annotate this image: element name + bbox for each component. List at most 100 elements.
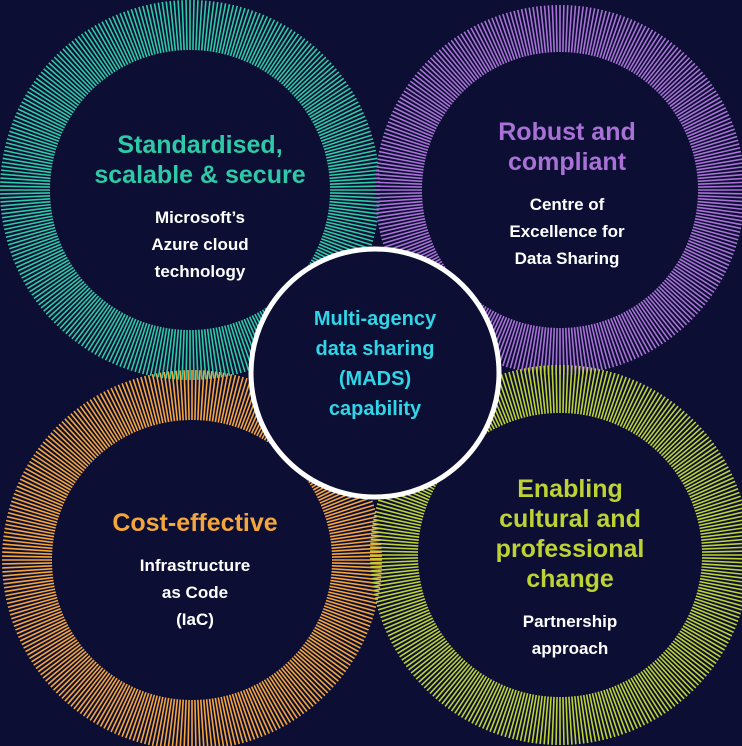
ring-tick	[328, 588, 379, 601]
ring-tick	[194, 370, 197, 421]
ring-tick	[647, 405, 679, 445]
ring-tick	[31, 266, 74, 296]
ring-tick	[297, 650, 337, 685]
ring-tick	[470, 27, 495, 70]
ring-tick	[12, 605, 61, 624]
ring-tick	[519, 693, 532, 742]
ring-tick	[192, 0, 195, 51]
ring-tick	[205, 370, 213, 421]
ring-tick	[568, 365, 573, 414]
ring-tick	[653, 290, 688, 326]
ring-tick	[524, 8, 535, 55]
ring-tick	[625, 27, 650, 70]
ring-tick	[625, 386, 649, 430]
ring-tick	[427, 59, 462, 95]
ring-tick	[370, 557, 419, 560]
ring-tick	[234, 692, 252, 741]
ring-tick	[73, 410, 106, 451]
ring-tick	[147, 696, 161, 746]
ring-tick	[372, 577, 421, 588]
ring-tick	[628, 309, 654, 351]
ring-tick	[82, 403, 113, 446]
ring-tick	[62, 293, 97, 332]
ring-tick	[301, 74, 342, 106]
ring-tick	[327, 157, 378, 168]
ring-tick	[608, 687, 627, 734]
ring-tick	[215, 327, 227, 377]
ring-tick	[77, 302, 109, 345]
ring-tick	[92, 397, 121, 441]
ring-tick	[594, 370, 609, 418]
ring-tick	[523, 368, 535, 416]
ring-tick	[500, 689, 517, 736]
ring-tick	[218, 3, 231, 54]
ring-tick	[311, 631, 355, 660]
ring-tick	[674, 86, 715, 115]
ring-tick	[327, 215, 377, 227]
ring-tick	[665, 71, 704, 103]
ring-tick	[119, 319, 140, 367]
ring-tick	[579, 326, 588, 374]
ring-tick	[633, 33, 660, 74]
ring-tick	[299, 71, 340, 104]
ring-tick	[136, 377, 153, 427]
ring-tick	[331, 551, 382, 555]
ring-tick	[594, 692, 609, 740]
ring-tick	[147, 374, 161, 424]
ring-tick	[385, 128, 430, 146]
ring-tick	[126, 321, 145, 370]
ring-tick	[640, 301, 670, 341]
ring-tick	[187, 370, 190, 421]
ring-tick	[52, 655, 91, 691]
ring-tick	[202, 370, 209, 421]
ring-tick	[226, 6, 242, 56]
ring-tick	[217, 373, 229, 423]
ring-tick	[110, 387, 134, 434]
ring-tick	[103, 391, 128, 437]
ring-tick	[103, 683, 128, 729]
ring-tick	[640, 671, 670, 712]
ring-tick	[58, 423, 95, 461]
ring-tick	[672, 83, 713, 112]
ring-tick	[304, 641, 347, 673]
ring-tick	[27, 464, 72, 491]
ring-tick	[326, 596, 376, 612]
ring-tick	[374, 510, 422, 524]
ring-tick	[633, 306, 660, 347]
ring-tick	[87, 307, 116, 351]
ring-tick	[389, 117, 434, 138]
ring-tick	[597, 691, 612, 739]
ring-tick	[635, 35, 664, 76]
ring-tick	[662, 651, 700, 686]
ring-tick	[622, 384, 646, 429]
ring-tick	[7, 594, 57, 609]
ring-tick	[688, 473, 733, 496]
ring-tick	[197, 329, 203, 380]
ring-tick	[477, 23, 500, 67]
ring-tick	[113, 386, 136, 433]
ring-tick	[579, 6, 588, 54]
ring-tick	[70, 413, 104, 453]
ring-tick	[10, 126, 59, 145]
ring-tick	[669, 272, 708, 303]
ring-tick	[261, 680, 288, 725]
ring-tick	[23, 97, 68, 124]
ring-tick	[2, 567, 53, 573]
ring-tick	[276, 671, 308, 712]
ring-tick	[635, 674, 663, 716]
ring-tick	[214, 372, 225, 423]
ring-tick	[29, 264, 73, 293]
ring-tick	[76, 408, 108, 449]
ring-tick	[684, 622, 727, 648]
ring-tick	[161, 328, 171, 379]
ring-tick	[2, 551, 53, 555]
ring-tick	[605, 375, 624, 422]
ring-tick	[375, 192, 423, 195]
ring-tick	[9, 232, 58, 250]
ring-tick	[691, 606, 737, 626]
ring-tick	[373, 514, 422, 527]
ring-tick	[409, 80, 449, 110]
ring-tick	[132, 692, 150, 741]
ring-tick	[203, 329, 211, 380]
ring-tick	[590, 324, 604, 371]
